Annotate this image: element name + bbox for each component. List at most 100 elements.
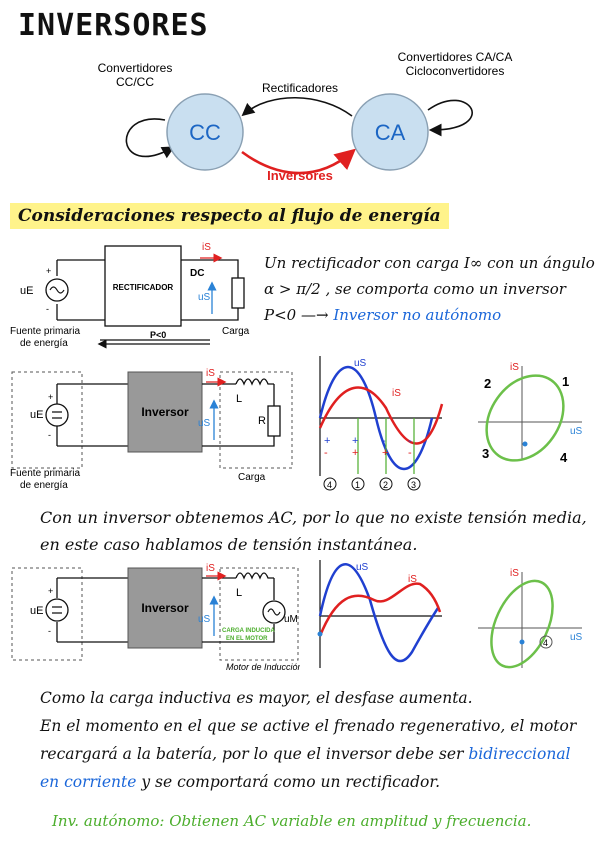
ue-label: uE — [20, 285, 33, 297]
svg-text:+: + — [324, 435, 330, 447]
us-label: uS — [198, 614, 211, 625]
rectifier-note-line-1: Un rectificador con carga I∞ con un ángu… — [264, 254, 595, 272]
wave-is-label: iS — [392, 388, 401, 399]
svg-text:+: + — [48, 586, 53, 596]
ca-loop-label-1: Convertidores CA/CA — [398, 50, 513, 64]
ca-loop-label-2: Cicloconvertidores — [406, 64, 505, 78]
instantaneous-voltage-line-2: en este caso hablamos de tensión instant… — [40, 535, 418, 554]
svg-text:uS: uS — [570, 426, 583, 437]
source-label-1: Fuente primaria — [10, 326, 80, 337]
page-title: INVERSORES — [18, 8, 209, 43]
resistor-label: R — [258, 415, 266, 427]
ue-label: uE — [30, 409, 43, 421]
non-autonomous-inverter-label: Inversor no autónomo — [333, 306, 502, 324]
rectifier-circuit: + - uE RECTIFICADOR DC iS uS Carga Fuente… — [10, 242, 250, 349]
svg-text:iS: iS — [510, 568, 519, 579]
svg-text:+: + — [352, 447, 358, 459]
svg-text:1: 1 — [355, 480, 360, 490]
svg-text:4: 4 — [543, 638, 548, 648]
source-label-2: de energía — [20, 480, 68, 490]
regenerative-braking-note: Como la carga inductiva es mayor, el des… — [40, 684, 576, 796]
is-us-ellipse: iS uS 1 2 3 4 — [478, 362, 583, 465]
inverter-box — [127, 371, 203, 453]
regenerative-line-3: recargará a la batería, por lo que el in… — [40, 745, 571, 763]
svg-text:iS: iS — [510, 362, 519, 373]
autonomous-inverter-note: Inv. autónomo: Obtienen AC variable en a… — [52, 812, 532, 830]
section-heading: Consideraciones respecto al flujo de ene… — [10, 203, 449, 229]
svg-text:-: - — [48, 626, 51, 636]
ca-self-loop-arrow — [427, 99, 473, 137]
instantaneous-voltage-note: Con un inversor obtenemos AC, por lo que… — [40, 504, 587, 558]
cc-self-loop-arrow — [125, 118, 175, 159]
power-label: P<0 — [150, 330, 166, 340]
induced-load-note-2: EN EL MOTOR — [226, 636, 268, 642]
svg-text:+: + — [46, 266, 51, 276]
svg-text:+: + — [48, 392, 53, 402]
um-label: uM — [284, 614, 298, 625]
svg-text:+: + — [352, 435, 358, 447]
inverter-arrow — [241, 148, 356, 175]
wave-is-label: iS — [408, 574, 417, 585]
cc-node-label: CC — [189, 120, 221, 145]
regenerative-line-4: en corriente y se comportará como un rec… — [40, 773, 440, 791]
is-us-ellipse-motor: iS uS 4 — [478, 568, 583, 669]
dc-label: DC — [190, 268, 204, 279]
ca-node-label: CA — [375, 120, 406, 145]
is-wave — [318, 582, 442, 637]
inverter-box-label: Inversor — [141, 601, 189, 615]
svg-text:4: 4 — [560, 450, 568, 465]
svg-text:-: - — [382, 435, 386, 447]
rectifier-note-line-3: P<0 —→ Inversor no autónomo — [264, 306, 502, 324]
us-wave — [318, 563, 440, 663]
source-label-1: Fuente primaria — [10, 468, 80, 479]
waveform-rl: uS iS + + - - - + + - 4 1 2 3 — [318, 356, 444, 491]
motor-label: Motor de Inducción — [226, 662, 300, 672]
svg-text:-: - — [324, 447, 328, 459]
inductor-label: L — [236, 587, 242, 599]
svg-text:uS: uS — [570, 632, 583, 643]
svg-text:-: - — [46, 304, 49, 314]
rectifier-label: Rectificadores — [262, 81, 338, 95]
is-label: iS — [206, 563, 215, 574]
rectifier-note: Un rectificador con carga I∞ con un ángu… — [264, 250, 595, 328]
svg-text:2: 2 — [484, 376, 491, 391]
ue-label: uE — [30, 605, 43, 617]
rectifier-note-line-2: α > π/2 , se comporta como un inversor — [264, 280, 566, 298]
is-label: iS — [206, 368, 215, 379]
inverter-label: Inversores — [267, 168, 333, 183]
induced-load-note-1: CARGA INDUCIDA — [222, 628, 275, 634]
rectifier-arrow — [241, 96, 353, 117]
svg-text:4: 4 — [327, 480, 332, 490]
svg-text:3: 3 — [411, 480, 416, 490]
svg-text:1: 1 — [562, 374, 569, 389]
rectifier-box-label: RECTIFICADOR — [113, 283, 174, 292]
wave-us-label: uS — [354, 358, 367, 369]
us-label: uS — [198, 418, 211, 429]
svg-text:-: - — [408, 447, 412, 459]
is-label: iS — [202, 242, 211, 253]
instantaneous-voltage-line-1: Con un inversor obtenemos AC, por lo que… — [40, 508, 587, 527]
cc-node — [166, 93, 244, 171]
cc-loop-label-1: Convertidores — [98, 61, 173, 75]
ca-node — [351, 93, 429, 171]
svg-text:-: - — [408, 435, 412, 447]
bidirectional-label: bidireccional — [468, 745, 571, 763]
svg-text:-: - — [48, 430, 51, 440]
is-wave — [318, 386, 444, 445]
us-label: uS — [198, 292, 211, 303]
inverter-box-label: Inversor — [141, 405, 189, 419]
inverter-rl-circuit: + - uE Inversor L R iS uS Carga Fuente pr… — [10, 368, 293, 490]
svg-text:2: 2 — [383, 480, 388, 490]
regenerative-line-1: Como la carga inductiva es mayor, el des… — [40, 689, 473, 707]
converter-flow-diagram: Convertidores CC/CC Convertidores CA/CA … — [98, 50, 513, 183]
rectifier-box — [104, 245, 182, 327]
load-label: Carga — [222, 326, 250, 337]
svg-text:3: 3 — [482, 446, 489, 461]
us-wave — [318, 366, 434, 470]
source-label-2: de energía — [20, 338, 68, 349]
load-label: Carga — [238, 472, 266, 483]
inverter-box — [127, 567, 203, 649]
regenerative-line-2: En el momento en el que se active el fre… — [40, 717, 577, 735]
inductor-label: L — [236, 393, 242, 405]
svg-text:+: + — [382, 447, 388, 459]
